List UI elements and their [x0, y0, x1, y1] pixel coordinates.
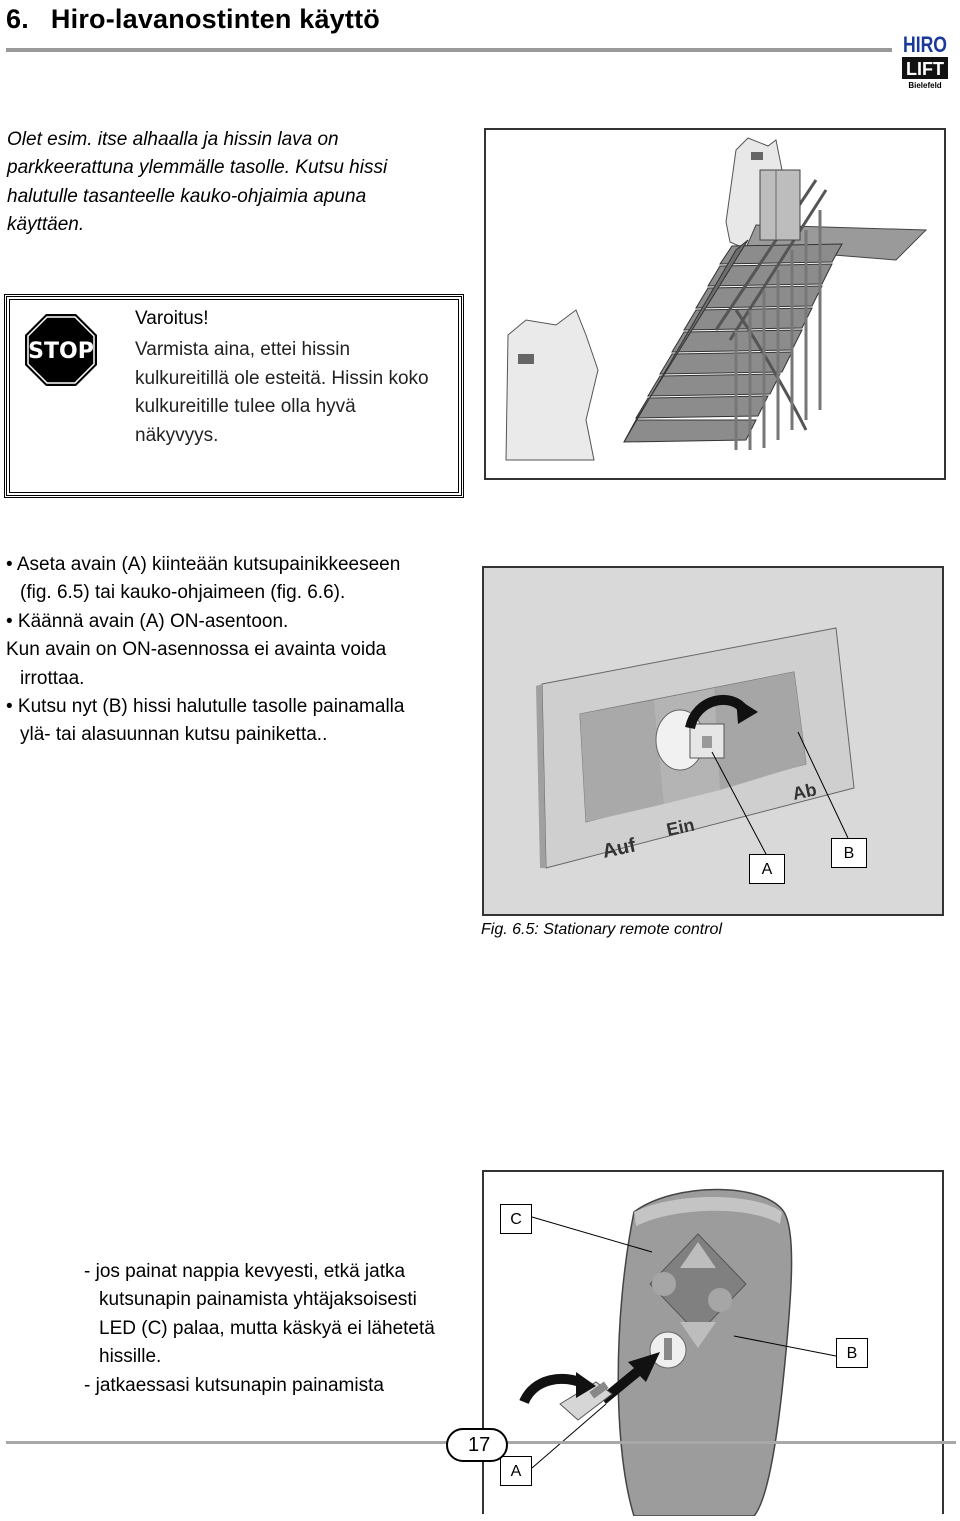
callout-b: B [836, 1338, 868, 1368]
section-title: Hiro-lavanostinten käyttö [50, 4, 380, 34]
note-line: hissille. [99, 1346, 162, 1368]
stationary-control-illustration: Auf Ein Ab [484, 568, 942, 914]
stop-sign-icon: STOP [25, 314, 97, 386]
stairlift-figure [484, 128, 946, 480]
hiro-lift-logo: HIRO LIFT Bielefeld [900, 6, 950, 90]
section-number: 6. [6, 4, 29, 34]
instruction-line: ylä- tai alasuunnan kutsu painiketta.. [20, 724, 328, 746]
logo-hiro: HIRO [903, 32, 947, 57]
instruction-line: Kun avain on ON-asennossa ei avainta voi… [6, 639, 387, 661]
header-rule [6, 48, 892, 52]
note-line: kutsunapin painamista yhtäjaksoisesti [99, 1289, 417, 1311]
notes-list: - jos painat nappia kevyesti, etkä jatka… [84, 1258, 484, 1400]
ab-label: Ab [791, 779, 819, 804]
instruction-line: • Käännä avain (A) ON-asentoon. [6, 610, 289, 632]
page-title: 6. Hiro-lavanostinten käyttö [6, 4, 380, 35]
stationary-control-figure: Auf Ein Ab A B [482, 566, 944, 916]
instructions-list: • Aseta avain (A) kiinteään kutsupainikk… [6, 551, 466, 750]
instruction-line: • Kutsu nyt (B) hissi halutulle tasolle … [6, 696, 405, 718]
logo-lift: LIFT [906, 59, 944, 79]
warning-box [4, 294, 464, 498]
logo-bielefeld: Bielefeld [908, 81, 941, 90]
callout-a: A [749, 854, 785, 884]
callout-b: B [831, 838, 867, 868]
note-line: - jos painat nappia kevyesti, etkä jatka [84, 1261, 406, 1282]
handheld-remote-figure: C B A [482, 1170, 944, 1517]
handheld-remote-illustration [519, 1188, 837, 1517]
page-number: 17 [446, 1428, 508, 1462]
callout-a: A [500, 1456, 532, 1486]
callout-c: C [500, 1204, 532, 1234]
warning-text: Varmista aina, ettei hissin kulkureitill… [135, 339, 429, 446]
warning-title: Varoitus! [135, 308, 209, 329]
note-line: LED (C) palaa, mutta käskyä ei lähetetä [99, 1317, 435, 1339]
intro-paragraph: Olet esim. itse alhaalla ja hissin lava … [7, 129, 388, 236]
stairlift-illustration [505, 137, 928, 461]
stop-sign-text: STOP [28, 339, 94, 364]
note-line: - jatkaessasi kutsunapin painamista [84, 1374, 384, 1396]
figure-caption: Fig. 6.5: Stationary remote control [481, 921, 722, 938]
instruction-line: • Aseta avain (A) kiinteään kutsupainikk… [6, 554, 401, 575]
instruction-line: irrottaa. [20, 667, 85, 689]
instruction-line: (fig. 6.5) tai kauko-ohjaimeen (fig. 6.6… [20, 582, 346, 604]
